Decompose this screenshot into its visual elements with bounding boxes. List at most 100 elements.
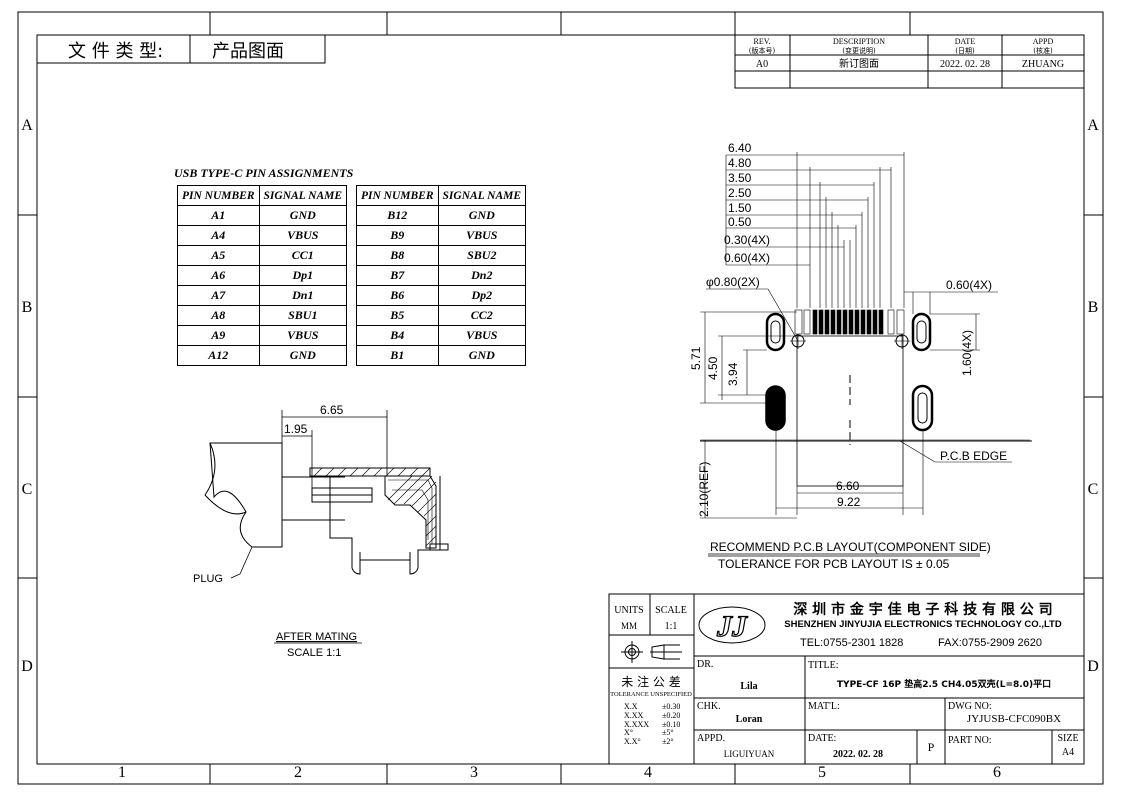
dim-350: 3.50 bbox=[728, 171, 752, 185]
dim-ref: 2.10(REF) bbox=[697, 462, 711, 517]
date-value-tb: 2022. 02. 28 bbox=[833, 749, 883, 760]
scale-label: SCALE bbox=[655, 605, 687, 616]
pin-number-header: PIN NUMBER bbox=[177, 185, 260, 206]
grid-col-4-bottom: 4 bbox=[644, 764, 652, 781]
appd-value: ZHUANG bbox=[1022, 59, 1064, 70]
company-tel: TEL:0755-2301 1828 bbox=[800, 637, 903, 649]
grid-col-2-bottom: 2 bbox=[294, 764, 302, 781]
company-logo-text: JJ bbox=[716, 610, 748, 643]
dwg-value: JYJUSB-CFC090BX bbox=[967, 713, 1061, 725]
outer-frame bbox=[17, 11, 1104, 785]
dim-660: 6.60 bbox=[836, 479, 860, 493]
pin-number-header: PIN NUMBER bbox=[356, 185, 439, 206]
projection-symbol-icon bbox=[621, 641, 682, 663]
units-value: MM bbox=[621, 621, 637, 631]
grid-col-6-bottom: 6 bbox=[993, 764, 1001, 781]
plug-label: PLUG bbox=[193, 573, 223, 585]
pin-number-cell: A9 bbox=[177, 325, 260, 346]
dim-hole-dia: φ0.80(2X) bbox=[706, 275, 760, 289]
pin-number-cell: A7 bbox=[177, 285, 260, 306]
dim-922: 9.22 bbox=[837, 495, 861, 509]
pin-table-title: USB TYPE-C PIN ASSIGNMENTS bbox=[174, 166, 354, 180]
pin-number-cell: A8 bbox=[177, 305, 260, 326]
signal-name-cell: CC1 bbox=[258, 245, 348, 266]
date-header-cn: (日期) bbox=[955, 47, 975, 55]
dim-060-4x: 0.60(4X) bbox=[724, 251, 770, 265]
units-label: UNITS bbox=[614, 605, 643, 616]
pin-number-cell: A1 bbox=[177, 205, 260, 226]
dwg-label: DWG NO: bbox=[948, 701, 992, 712]
pin-number-cell: A12 bbox=[177, 345, 260, 366]
tol-xxx-label: X.XXX bbox=[624, 720, 649, 729]
pin-number-cell: B12 bbox=[356, 205, 439, 226]
desc-value: 新订图面 bbox=[839, 57, 879, 70]
tol-xxx-value: ±0.10 bbox=[662, 720, 680, 729]
dim-050: 0.50 bbox=[728, 215, 752, 229]
dim-right-060-4x: 0.60(4X) bbox=[946, 278, 992, 292]
projection-letter: P bbox=[928, 740, 935, 754]
dr-label: DR. bbox=[697, 659, 713, 670]
pin-number-cell: B7 bbox=[356, 265, 439, 286]
dr-value: Lila bbox=[740, 681, 757, 692]
dim-394: 3.94 bbox=[726, 362, 740, 386]
pcb-edge-label: P.C.B EDGE bbox=[940, 449, 1007, 463]
date-value: 2022. 02. 28 bbox=[940, 59, 990, 70]
dim-480: 4.80 bbox=[728, 156, 752, 170]
signal-name-cell: VBUS bbox=[258, 325, 348, 346]
date-label: DATE: bbox=[808, 733, 836, 744]
dim-150: 1.50 bbox=[728, 201, 752, 215]
tol-x-label: X.X bbox=[624, 702, 638, 711]
pin-number-cell: B5 bbox=[356, 305, 439, 326]
signal-name-cell: VBUS bbox=[437, 325, 527, 346]
signal-name-cell: SBU2 bbox=[437, 245, 527, 266]
dim-450: 4.50 bbox=[706, 356, 720, 380]
tol-xx-value: ±0.20 bbox=[662, 711, 680, 720]
dim-side-195: 1.95 bbox=[284, 422, 308, 436]
tol-deg-label: X° bbox=[624, 728, 633, 737]
appd-value: LIGUIYUAN bbox=[724, 749, 775, 759]
tol-xdeg-value: ±2° bbox=[662, 737, 674, 746]
doc-type-label: 文 件 类 型: bbox=[68, 41, 163, 62]
pin-number-cell: B1 bbox=[356, 345, 439, 366]
tol-xdeg-label: X.X° bbox=[624, 737, 641, 746]
grid-row-d-right: D bbox=[1087, 658, 1099, 675]
rev-value: A0 bbox=[756, 59, 768, 70]
tol-xx-label: X.XX bbox=[624, 711, 644, 720]
rev-header-cn: (版本号) bbox=[749, 46, 776, 55]
dim-571: 5.71 bbox=[689, 346, 703, 370]
side-view-dims bbox=[230, 410, 388, 579]
tol-x-value: ±0.30 bbox=[662, 702, 680, 711]
pin-number-cell: A5 bbox=[177, 245, 260, 266]
company-fax: FAX:0755-2909 2620 bbox=[938, 637, 1042, 649]
desc-header-cn: (变更说明) bbox=[842, 46, 876, 55]
signal-name-cell: GND bbox=[258, 345, 348, 366]
tolerance-cn: 未 注 公 差 bbox=[621, 674, 680, 689]
dim-640: 6.40 bbox=[728, 141, 752, 155]
grid-col-3-bottom: 3 bbox=[470, 764, 478, 781]
tolerance-en: TOLERANCE UNSPECIFIED bbox=[610, 691, 692, 698]
tol-deg-value: ±5° bbox=[662, 728, 674, 737]
signal-name-cell: GND bbox=[437, 205, 527, 226]
title-value: TYPE-CF 16P 垫高2.5 CH4.05双壳(L=8.0)平口 bbox=[837, 678, 1051, 690]
title-block-grid bbox=[608, 593, 1085, 765]
signal-name-cell: GND bbox=[437, 345, 527, 366]
pin-table-header: PIN NUMBER SIGNAL NAME bbox=[356, 185, 527, 206]
pin-table-header: PIN NUMBER SIGNAL NAME bbox=[177, 185, 348, 206]
pin-number-cell: A6 bbox=[177, 265, 260, 286]
chk-value: Loran bbox=[736, 714, 763, 725]
signal-name-cell: VBUS bbox=[437, 225, 527, 246]
grid-row-c-left: C bbox=[22, 481, 33, 498]
dim-right-160-4x: 1.60(4X) bbox=[960, 330, 974, 376]
title-label: TITLE: bbox=[808, 660, 839, 671]
